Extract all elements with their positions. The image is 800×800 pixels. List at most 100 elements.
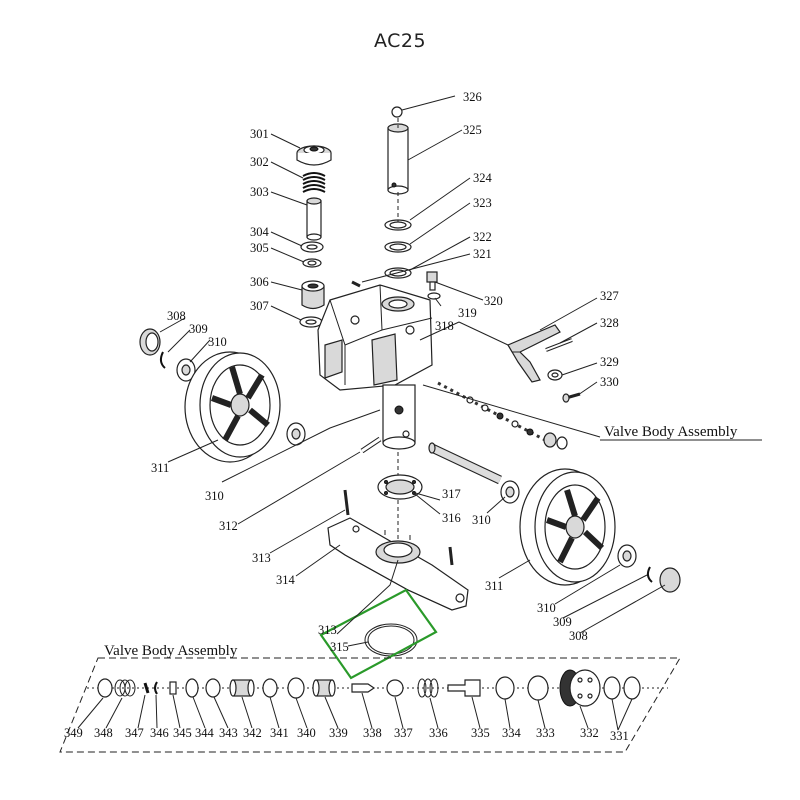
lower-leader-lines [77,692,633,731]
label-313-lower: 313 [318,623,337,637]
part-308-cap-right [659,567,681,593]
label-316: 316 [442,511,461,525]
label-323: 323 [473,196,492,210]
part-326-ball [391,106,403,118]
label-317: 317 [442,487,461,501]
label-336: 336 [429,726,448,740]
part-327-lever [507,324,561,383]
label-324: 324 [473,171,493,185]
part-346-clip [154,681,158,695]
label-326: 326 [463,90,482,104]
part-312-axle-pin [360,436,382,454]
valve-parts-row [97,669,641,707]
label-332: 332 [580,726,599,740]
part-333-ring [527,675,549,701]
highlight-box-315 [319,588,438,680]
part-314-base-frame [327,517,469,611]
label-330: 330 [600,375,619,389]
label-327: 327 [600,289,619,303]
part-344-ring [185,678,199,698]
label-311-left: 311 [151,461,169,475]
part-349-ring [97,678,113,698]
part-321-pin [351,280,361,288]
part-339-valve-core [312,679,336,697]
part-328-pin [545,338,573,352]
label-311-right: 311 [485,579,503,593]
part-304-washer [300,241,324,253]
part-318-pump-body [317,284,433,391]
label-341: 341 [270,726,289,740]
part-305-oring [302,258,322,268]
part-343-ring [205,678,221,698]
label-338: 338 [363,726,382,740]
part-310-bearing-right [617,544,637,568]
leader-lines [159,95,666,647]
label-309-right: 309 [553,615,572,629]
label-310-right: 310 [537,601,556,615]
part-330-screw [562,392,581,403]
label-346: 346 [150,726,169,740]
label-322: 322 [473,230,492,244]
label-307: 307 [250,299,269,313]
label-306: 306 [250,275,269,289]
valve-parts-chain-upper [437,381,568,450]
label-302: 302 [250,155,269,169]
part-number-labels: 301 302 303 304 305 306 307 308 309 310 … [64,90,629,743]
label-313-upper: 313 [252,551,271,565]
pump-cylinder-lower [382,384,416,450]
part-345-pin [169,681,177,695]
part-348-spring [114,679,136,697]
part-309-clip-left [159,351,166,369]
label-310-left: 310 [208,335,227,349]
label-337: 337 [394,726,413,740]
part-338-needle [351,683,376,693]
part-332-adjusting-nut [559,669,601,707]
label-320: 320 [484,294,503,308]
label-308-right: 308 [569,629,588,643]
part-329-roller [547,369,563,381]
label-310-lower-left: 310 [205,489,224,503]
part-309-clip-right [646,566,653,583]
part-302-spring [302,172,326,193]
label-333: 333 [536,726,555,740]
part-310-bearing-left [176,358,196,382]
label-328: 328 [600,316,619,330]
label-308-left: 308 [167,309,186,323]
part-311-wheel-left [184,351,281,463]
valve-body-panel [59,657,681,753]
label-345: 345 [173,726,192,740]
part-334-ring [495,676,515,700]
part-336-spring [417,678,439,698]
label-321: 321 [473,247,492,261]
label-339: 339 [329,726,348,740]
part-331-rings [603,676,641,700]
part-342-valve-seat [229,679,255,697]
label-325: 325 [463,123,482,137]
label-305: 305 [250,241,269,255]
label-344: 344 [195,726,215,740]
label-314: 314 [276,573,296,587]
part-347-pin [143,682,150,694]
label-303: 303 [250,185,269,199]
label-348: 348 [94,726,113,740]
label-309-left: 309 [189,322,208,336]
label-340: 340 [297,726,316,740]
label-334: 334 [502,726,522,740]
label-342: 342 [243,726,262,740]
valve-body-label-lower: Valve Body Assembly [104,643,238,659]
label-312: 312 [219,519,238,533]
diagram-title: AC25 [373,30,427,52]
part-323-ring [384,241,412,253]
part-335-valve-stem [447,679,481,697]
part-303-plunger [306,197,322,241]
part-316-bearing-plate [377,474,423,500]
label-301: 301 [250,127,269,141]
label-347: 347 [125,726,144,740]
part-337-ball [386,679,404,697]
part-315-retaining-ring [364,623,418,657]
part-340-ring [287,677,305,699]
valve-body-label-upper: Valve Body Assembly [604,424,738,440]
label-315: 315 [330,640,349,654]
label-329: 329 [600,355,619,369]
part-341-ring [262,678,278,698]
